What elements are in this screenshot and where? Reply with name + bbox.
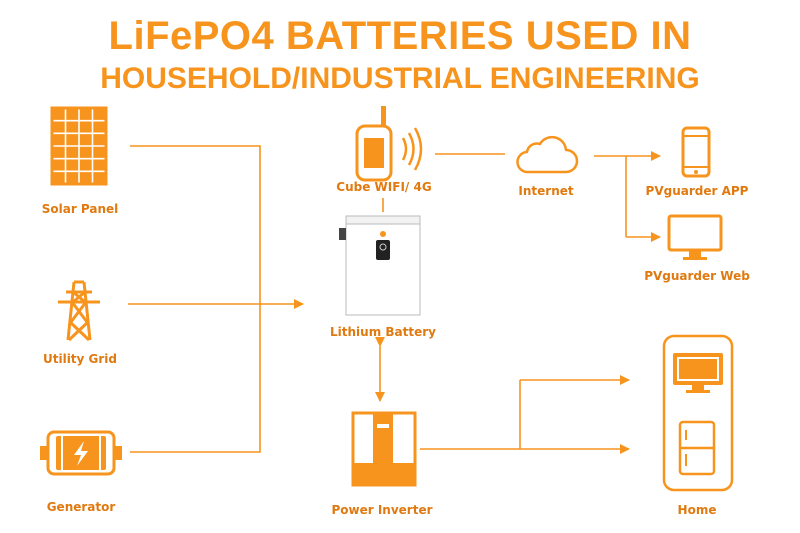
- home-appliances-icon: [662, 334, 734, 492]
- cube-wifi-label: Cube WIFI/ 4G: [336, 180, 432, 194]
- title-line-1: LiFePO4 BATTERIES USED IN: [108, 14, 692, 58]
- monitor-icon: [667, 214, 723, 260]
- generator-label: Generator: [46, 500, 116, 514]
- utility-grid-tower-icon: [58, 280, 100, 342]
- lithium-battery-unit: [339, 215, 421, 316]
- cloud-icon: [516, 135, 579, 174]
- power-inverter-label: Power Inverter: [331, 503, 433, 517]
- pvguarder-web-label: PVguarder Web: [644, 269, 750, 283]
- power-inverter-icon: [351, 411, 417, 487]
- solar-panel-icon: [50, 106, 108, 186]
- pvguarder-app-label: PVguarder APP: [645, 184, 749, 198]
- generator-icon: [40, 430, 122, 476]
- home-label: Home: [677, 503, 717, 517]
- title-line-2: HOUSEHOLD/INDUSTRIAL ENGINEERING: [100, 62, 700, 95]
- solar-panel-label: Solar Panel: [41, 202, 119, 216]
- wifi-4g-device-icon: [355, 106, 423, 182]
- internet-label: Internet: [518, 184, 574, 198]
- utility-grid-label: Utility Grid: [42, 352, 118, 366]
- lithium-battery-label: Lithium Battery: [330, 325, 436, 339]
- source-connector-lines: [130, 145, 261, 453]
- phone-icon: [681, 126, 711, 178]
